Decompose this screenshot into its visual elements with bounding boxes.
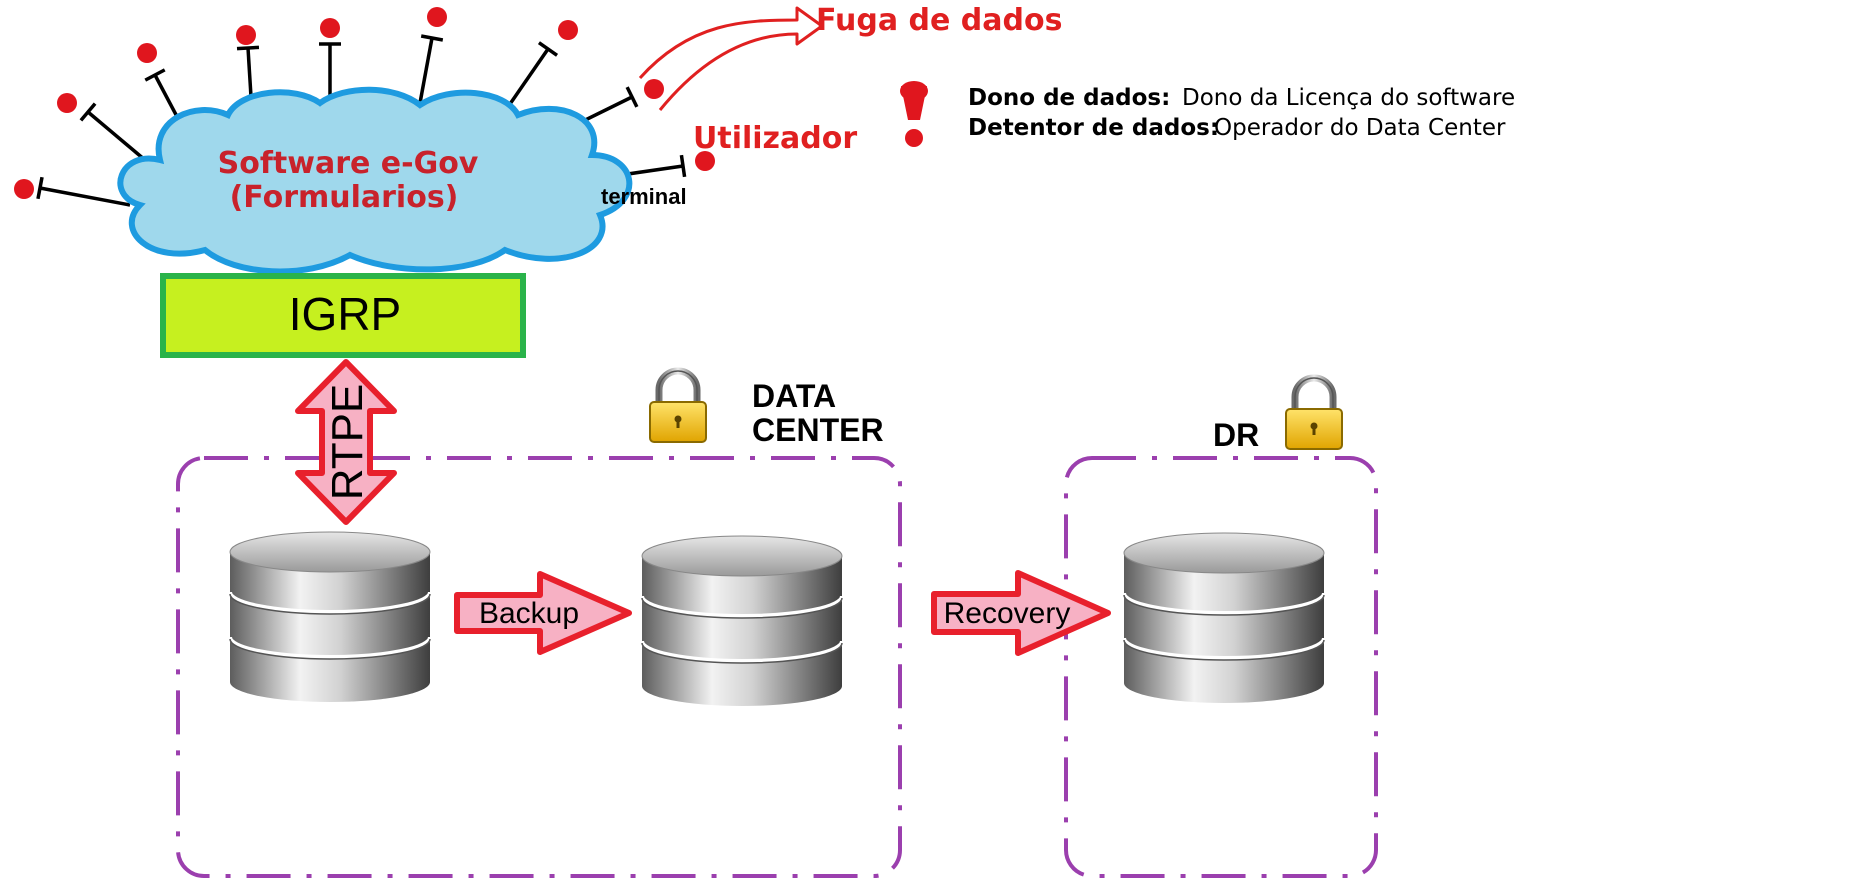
terminal-line bbox=[39, 186, 131, 207]
terminal-endpoint-icon[interactable] bbox=[695, 151, 715, 171]
terminal-line bbox=[418, 37, 434, 104]
data-leak-label: Fuga de dados bbox=[816, 3, 1062, 38]
terminal-line bbox=[86, 110, 147, 162]
terminal-crossbar bbox=[679, 154, 687, 178]
backup-label: Backup bbox=[479, 597, 579, 630]
terminal-endpoint-icon[interactable] bbox=[644, 79, 664, 99]
terminal-crossbar bbox=[625, 86, 639, 108]
terminal-crossbar bbox=[36, 176, 44, 200]
terminal-endpoint-icon[interactable] bbox=[320, 18, 340, 38]
cloud-title-line2: (Formularios) bbox=[230, 180, 459, 215]
note-holder-value: Operador do Data Center bbox=[1214, 115, 1506, 141]
recovery-label: Recovery bbox=[944, 597, 1071, 630]
terminal-endpoint-icon[interactable] bbox=[427, 7, 447, 27]
terminal-crossbar bbox=[420, 34, 444, 42]
user-label: Utilizador bbox=[693, 121, 857, 156]
data-center-lock-icon bbox=[650, 371, 706, 442]
terminal-label: terminal bbox=[601, 184, 687, 209]
backup-database-icon bbox=[640, 534, 844, 708]
dr-zone bbox=[1064, 456, 1378, 878]
data-center-zone bbox=[176, 456, 902, 878]
dr-label: DR bbox=[1213, 417, 1259, 453]
rtpe-label: RTPE bbox=[323, 384, 372, 501]
note-owner-key: Dono de dados: bbox=[968, 85, 1170, 111]
rtpe-double-arrow bbox=[295, 359, 397, 525]
cloud-title-line1: Software e-Gov bbox=[218, 146, 479, 181]
dr-database-icon bbox=[1122, 531, 1326, 705]
terminal-crossbar bbox=[79, 102, 97, 122]
terminal-endpoint-icon[interactable] bbox=[14, 179, 34, 199]
terminal-crossbar bbox=[537, 41, 559, 57]
terminal-crossbar bbox=[144, 68, 166, 82]
data-center-label-line2: CENTER bbox=[752, 412, 884, 448]
software-cloud[interactable] bbox=[117, 86, 633, 275]
terminal-endpoint-icon[interactable] bbox=[137, 43, 157, 63]
terminal-endpoint-icon[interactable] bbox=[558, 20, 578, 40]
terminal-line bbox=[508, 48, 550, 105]
exclamation-icon bbox=[900, 81, 928, 147]
terminal-crossbar bbox=[236, 45, 260, 51]
primary-database-icon bbox=[228, 530, 432, 704]
igrp-box[interactable] bbox=[160, 273, 526, 358]
data-leak-arrow bbox=[638, 6, 824, 111]
backup-arrow bbox=[454, 571, 632, 655]
note-holder-key: Detentor de dados: bbox=[968, 115, 1219, 141]
note-owner-value: Dono da Licença do software bbox=[1182, 85, 1515, 111]
dr-lock-icon bbox=[1286, 378, 1342, 449]
igrp-label: IGRP bbox=[289, 288, 401, 340]
data-center-label-line1: DATA bbox=[752, 378, 836, 414]
terminal-endpoint-icon[interactable] bbox=[57, 93, 77, 113]
terminal-endpoint-icon[interactable] bbox=[236, 25, 256, 45]
recovery-arrow bbox=[931, 570, 1111, 656]
